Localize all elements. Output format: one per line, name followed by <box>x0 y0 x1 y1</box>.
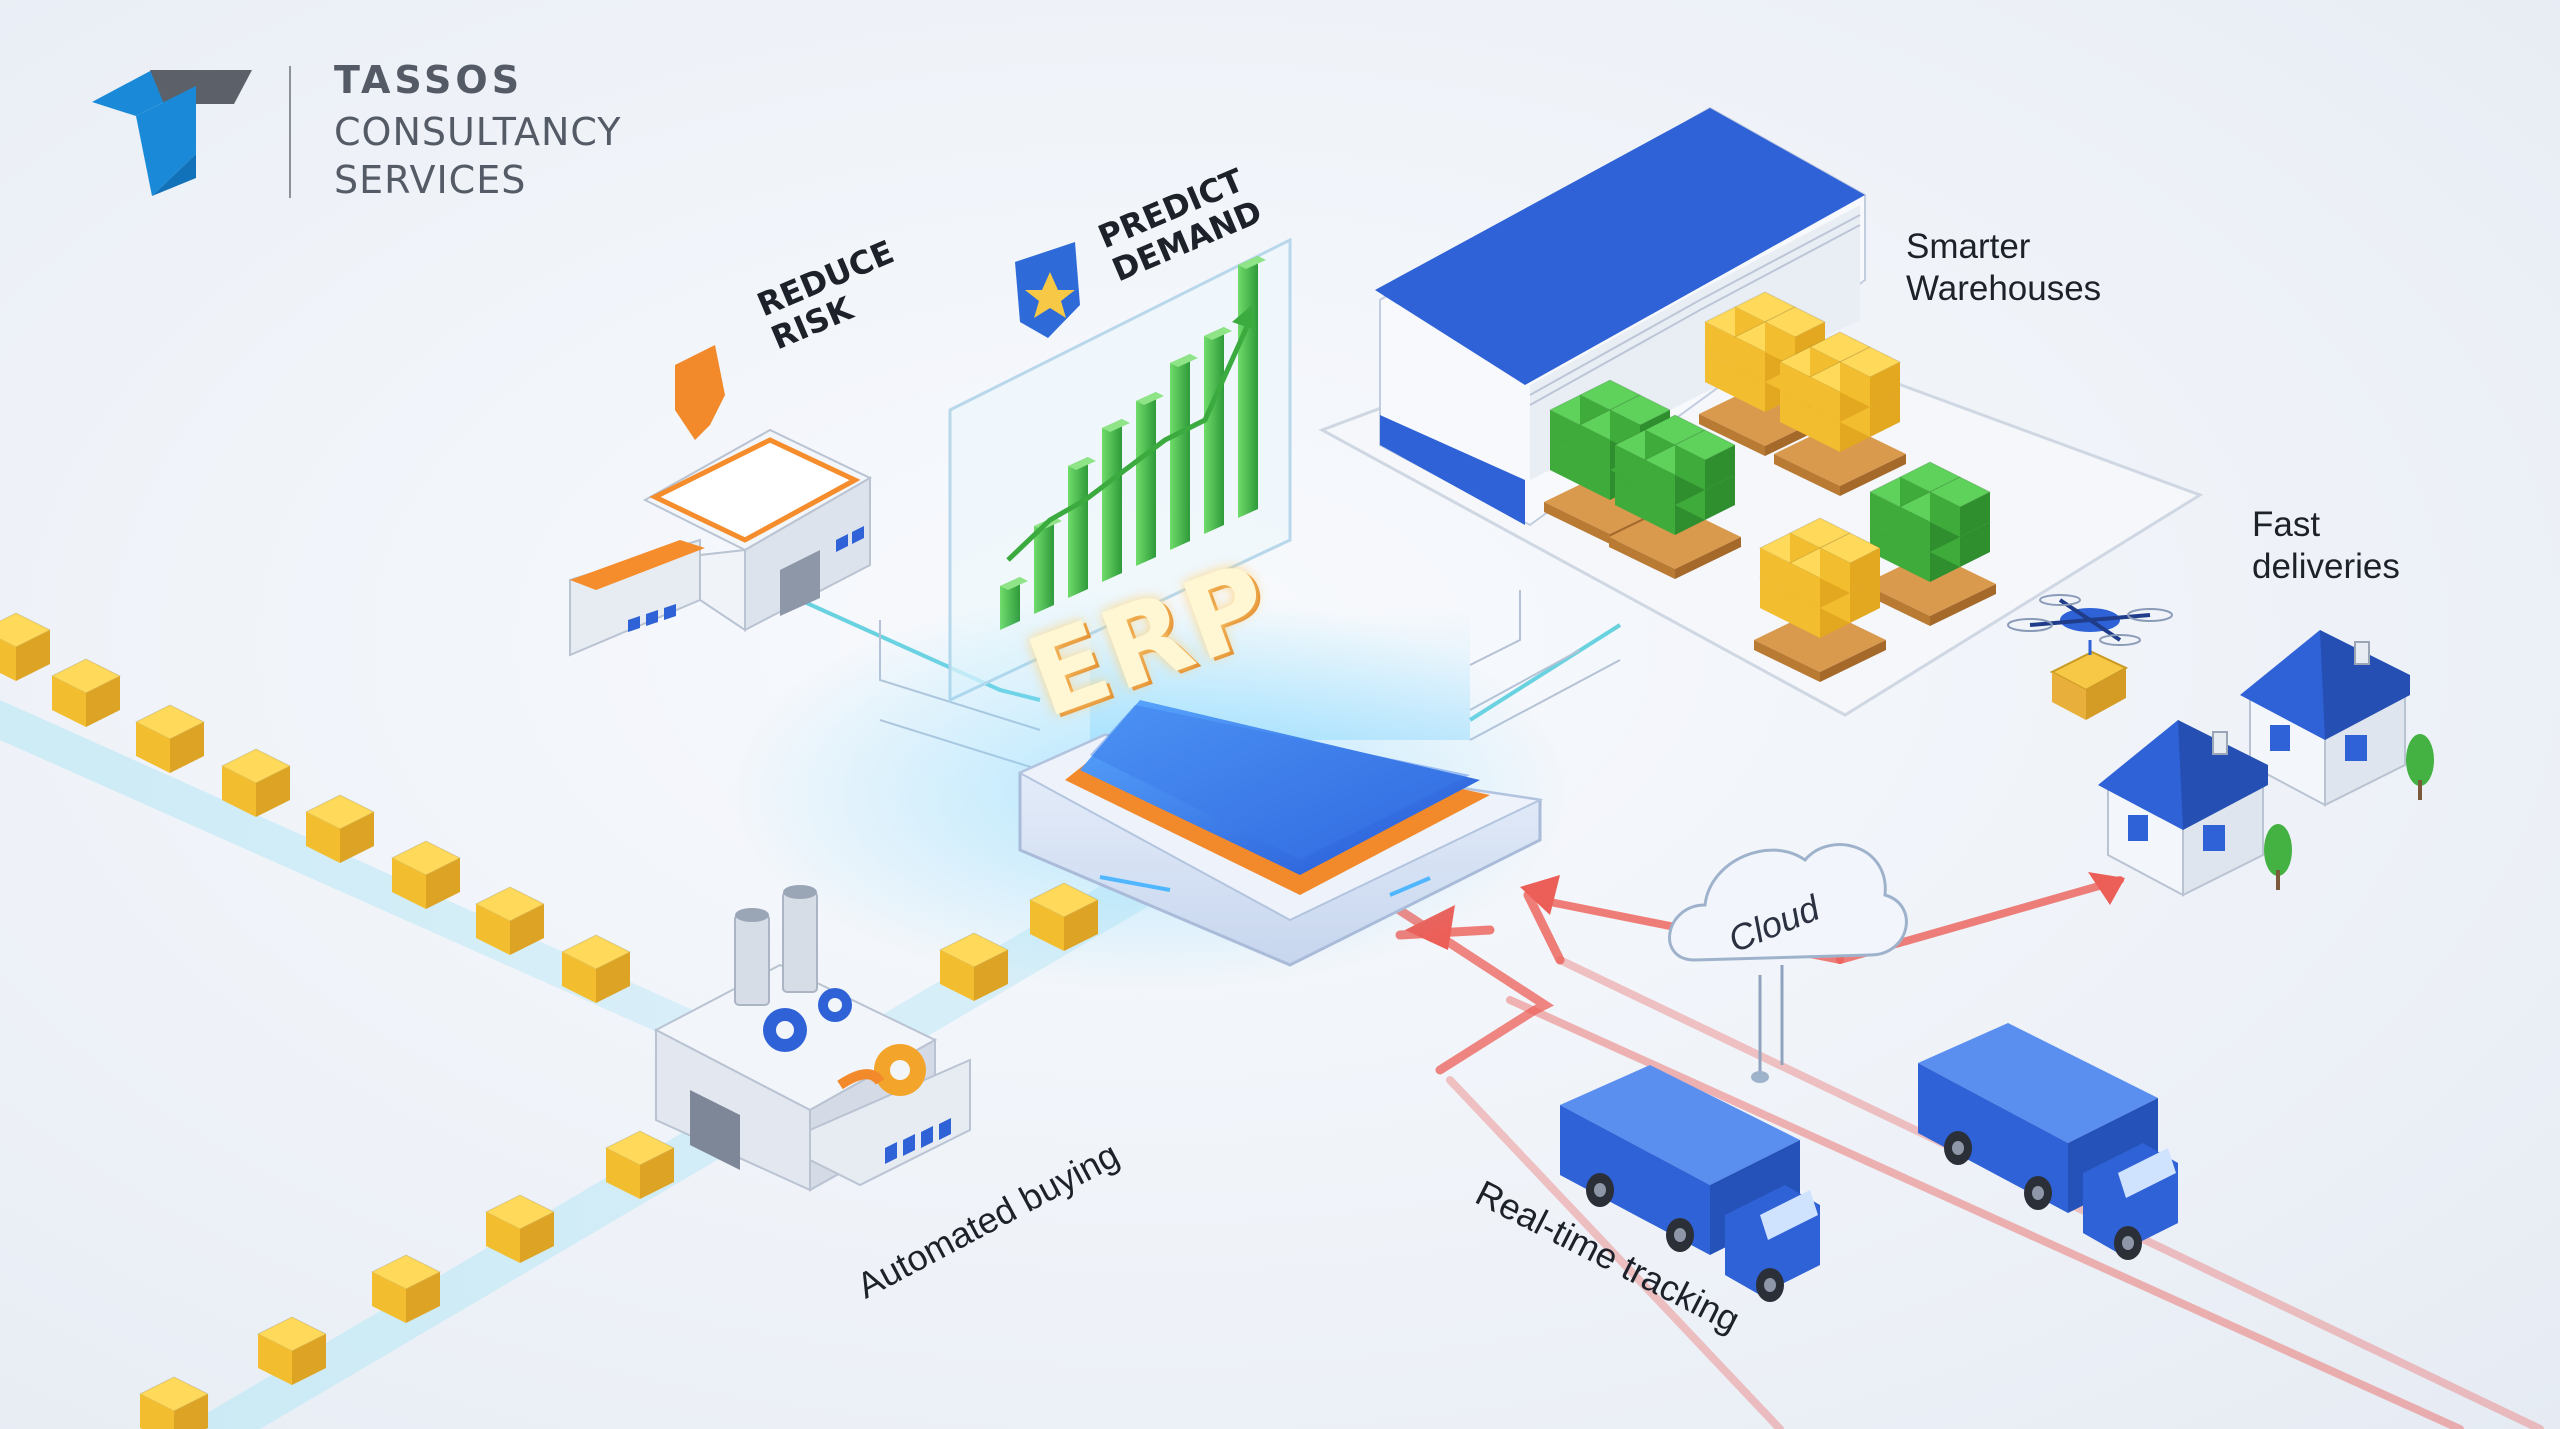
fast-deliveries-line2: deliveries <box>2252 547 2400 586</box>
conveyor-box <box>0 612 52 681</box>
conveyor-box <box>604 1130 676 1199</box>
chart-bar <box>1136 392 1164 566</box>
conveyor-box <box>484 1194 556 1263</box>
pallet-box <box>1673 429 1737 490</box>
trend-arrowhead <box>1232 305 1256 330</box>
erp-hub <box>730 590 1570 990</box>
pallet-box <box>1818 532 1882 593</box>
yellow-pallet <box>1754 517 1886 682</box>
smarter-warehouses-line1: Smarter <box>1906 227 2031 266</box>
conveyor-box <box>390 840 462 909</box>
factory-icon <box>653 885 971 1192</box>
conveyor-box <box>938 932 1010 1001</box>
star-badge-icon <box>1015 242 1080 338</box>
yellow-pallet <box>1774 331 1906 496</box>
conveyor-box <box>304 794 376 863</box>
pallet-boxes <box>1544 291 1996 682</box>
chart-bar <box>1170 354 1198 550</box>
shield-icon <box>675 345 725 440</box>
conveyor-box <box>50 658 122 727</box>
conveyor-box <box>138 1376 210 1429</box>
brand-logo-icon <box>92 70 252 196</box>
office-building <box>569 428 873 657</box>
truck <box>1560 1065 1820 1302</box>
delivery-trucks <box>1560 1023 2178 1302</box>
pallet-box <box>1838 346 1902 407</box>
chart-bar <box>1068 457 1096 598</box>
conveyor-box <box>474 886 546 955</box>
brand-name-line2: CONSULTANCY <box>334 110 622 154</box>
cloud-icon <box>1668 843 1908 1083</box>
drone-icon <box>2007 594 2173 720</box>
smarter-warehouses-line2: Warehouses <box>1906 269 2102 308</box>
brand-name-line1: TASSOS <box>334 58 524 102</box>
conveyor-box <box>256 1316 328 1385</box>
trend-line <box>1006 318 1253 562</box>
smarter-warehouses-label: Smarter Warehouses <box>1906 226 2101 310</box>
conveyor-boxes <box>0 612 1100 1429</box>
fast-deliveries-label: Fast deliveries <box>2252 504 2400 588</box>
conveyor-box <box>220 748 292 817</box>
chart-bar <box>1102 419 1130 582</box>
chart-bar <box>1204 327 1232 534</box>
truck <box>1918 1023 2178 1260</box>
house <box>2240 630 2434 807</box>
houses <box>2098 630 2434 897</box>
pallet-box <box>1928 476 1992 537</box>
conveyor-box <box>370 1254 442 1323</box>
fast-deliveries-line1: Fast <box>2252 505 2321 544</box>
green-pallet <box>1609 414 1741 579</box>
conveyor-box <box>134 704 206 773</box>
brand-name-line3: SERVICES <box>334 158 527 202</box>
green-pallet <box>1864 461 1996 626</box>
conveyor-box <box>560 934 632 1003</box>
conveyor-box <box>1028 882 1100 951</box>
house <box>2098 720 2292 897</box>
